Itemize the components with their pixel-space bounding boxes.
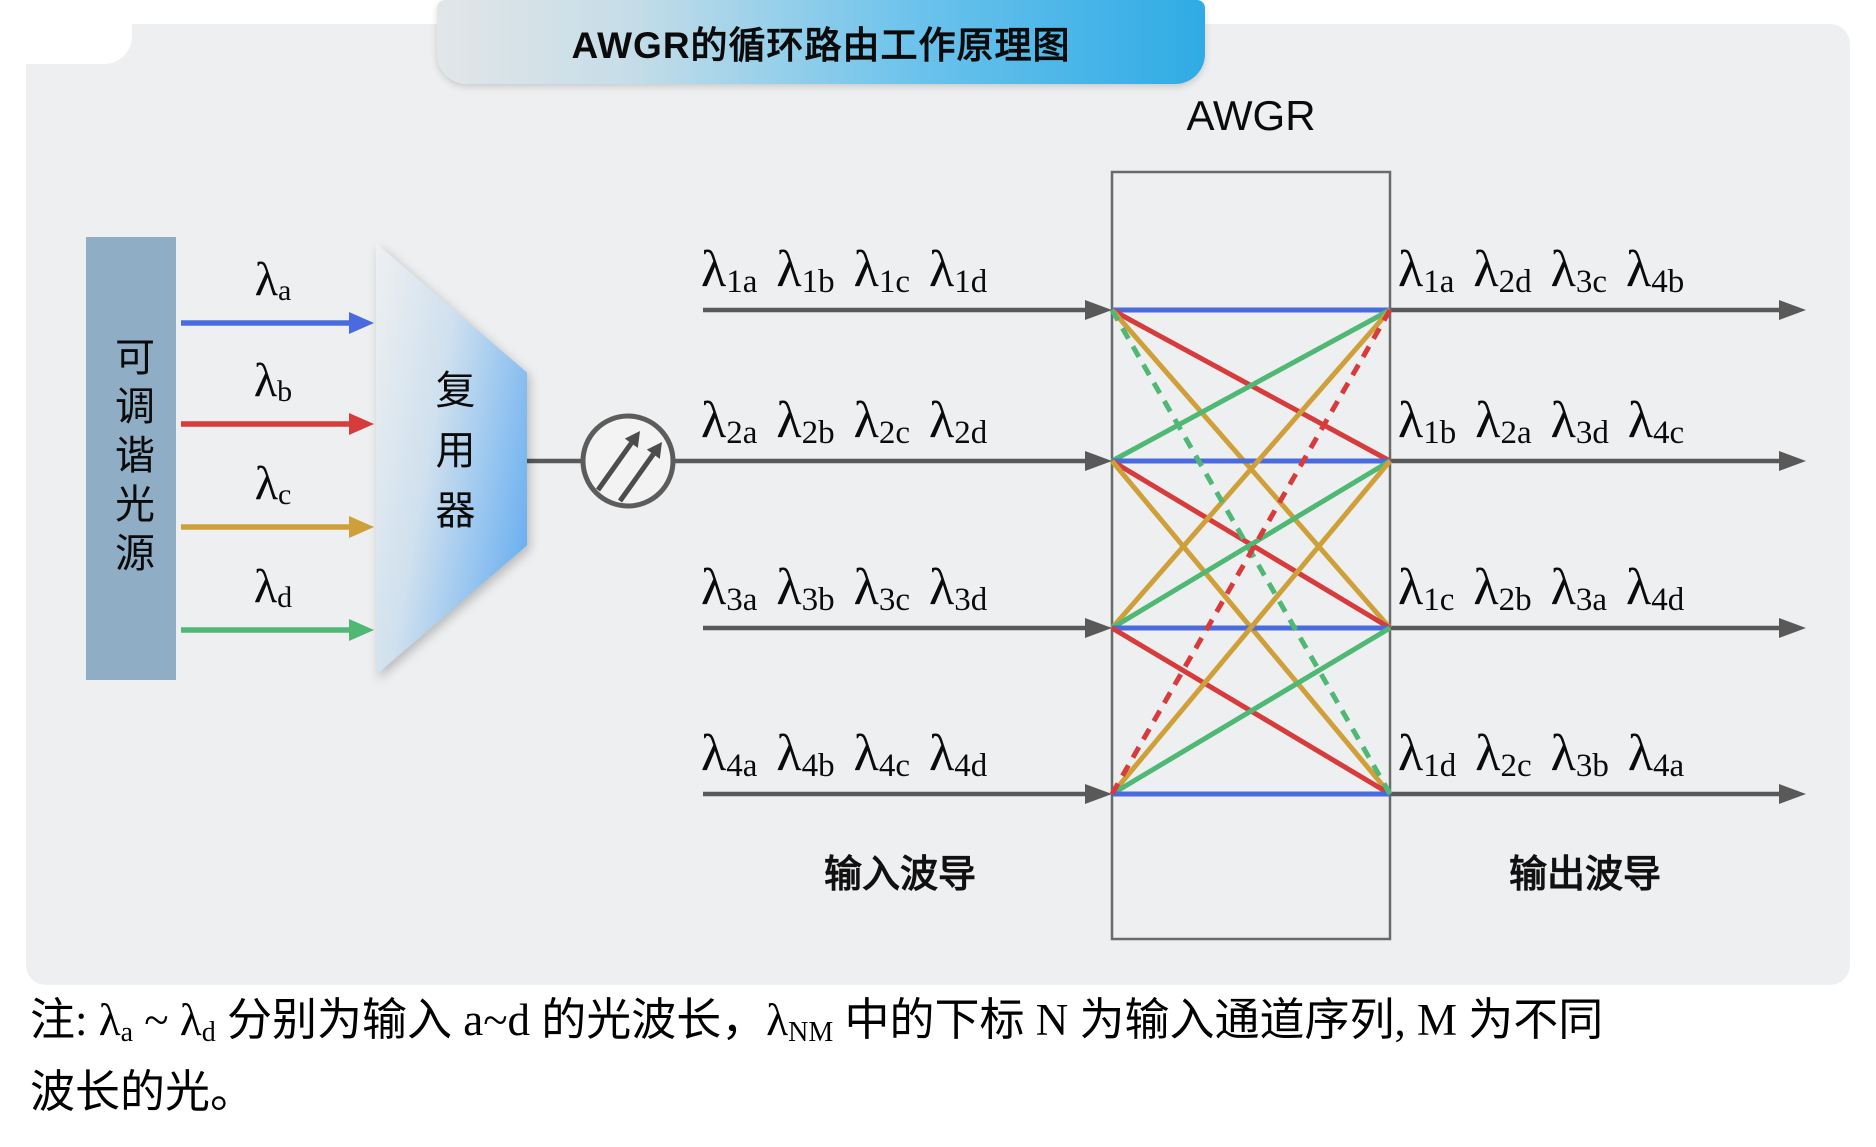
lambda-label-1c: λ1c (853, 241, 910, 300)
lambda-label-3d: λ3d (928, 559, 988, 618)
lambda-label-1d: λ1d (1398, 725, 1457, 784)
lambda-label-3a: λ3a (701, 559, 758, 618)
lambda-label-3c: λ3c (853, 559, 910, 618)
lambda-label-2b: λ2b (776, 392, 835, 451)
output-row-label-1: λ1a λ2d λ3c λ4b (1398, 241, 1685, 300)
input-row-label-4: λ4a λ4b λ4c λ4d (701, 725, 988, 784)
lambda-label-3d: λ3d (1550, 392, 1609, 451)
output-row-label-4: λ1d λ2c λ3b λ4a (1398, 725, 1685, 784)
lambda-label-3c: λ3c (1550, 241, 1607, 300)
input-row-label-3: λ3a λ3b λ3c λ3d (701, 559, 988, 618)
footnote: 注: λa ~ λd 分别为输入 a~d 的光波长，λNM 中的下标 N 为输入… (30, 995, 1604, 1117)
lambda-label-3b: λ3b (1550, 725, 1609, 784)
lambda-label-1d: λ1d (928, 241, 988, 300)
lambda-label-4c: λ4c (853, 725, 910, 784)
lambda-label-b: λb (253, 354, 293, 408)
lambda-label-4c: λ4c (1627, 392, 1685, 451)
lambda-label-3b: λ3b (776, 559, 835, 618)
lambda-label-4a: λ4a (701, 725, 758, 784)
lambda-label-1a: λ1a (1398, 241, 1455, 300)
top-left-notch (0, 0, 132, 64)
multiplexer-shape: 复用器 (376, 243, 527, 675)
lambda-label-2d: λ2d (928, 392, 988, 451)
lambda-label-1b: λ1b (1398, 392, 1457, 451)
title-banner: AWGR的循环路由工作原理图 (437, 0, 1205, 84)
output-row-label-2: λ1b λ2a λ3d λ4c (1398, 392, 1685, 451)
lambda-label-2d: λ2d (1473, 241, 1532, 300)
diagram-panel-background (26, 24, 1850, 985)
lambda-label-3a: λ3a (1550, 559, 1607, 618)
source-wavelength-label-b: λb (218, 354, 328, 408)
output-waveguide-caption: 输出波导 (1508, 854, 1661, 896)
lambda-label-4a: λ4a (1627, 725, 1685, 784)
input-row-label-2: λ2a λ2b λ2c λ2d (701, 392, 988, 451)
lambda-label-d: λd (253, 560, 293, 614)
source-wavelength-label-c: λc (218, 457, 328, 511)
lambda-label-4d: λ4d (928, 725, 988, 784)
source-wavelength-label-a: λa (218, 253, 328, 307)
input-row-label-1: λ1a λ1b λ1c λ1d (701, 241, 988, 300)
source-wavelength-label-d: λd (218, 560, 328, 614)
lambda-label-2a: λ2a (701, 392, 758, 451)
lambda-label-c: λc (254, 457, 292, 511)
lambda-label-2b: λ2b (1473, 559, 1532, 618)
lambda-label-4b: λ4b (1625, 241, 1685, 300)
lambda-label-a: λa (254, 253, 292, 307)
lambda-label-2c: λ2c (1475, 725, 1532, 784)
awgr-box-title: AWGR (1186, 92, 1316, 139)
lambda-label-1b: λ1b (776, 241, 835, 300)
lambda-label-4b: λ4b (776, 725, 835, 784)
lambda-label-2a: λ2a (1475, 392, 1532, 451)
lambda-label-2c: λ2c (853, 392, 910, 451)
lambda-label-1c: λ1c (1398, 559, 1455, 618)
tunable-light-source-box: 可调谐光源 (86, 237, 176, 680)
output-row-label-3: λ1c λ2b λ3a λ4d (1398, 559, 1685, 618)
multiplexer-label: 复用器 (429, 369, 474, 549)
lambda-label-1a: λ1a (701, 241, 758, 300)
tunable-light-source-label: 可调谐光源 (109, 336, 153, 581)
page-title: AWGR的循环路由工作原理图 (571, 25, 1071, 66)
lambda-label-4d: λ4d (1625, 559, 1685, 618)
input-waveguide-caption: 输入波导 (823, 854, 976, 896)
